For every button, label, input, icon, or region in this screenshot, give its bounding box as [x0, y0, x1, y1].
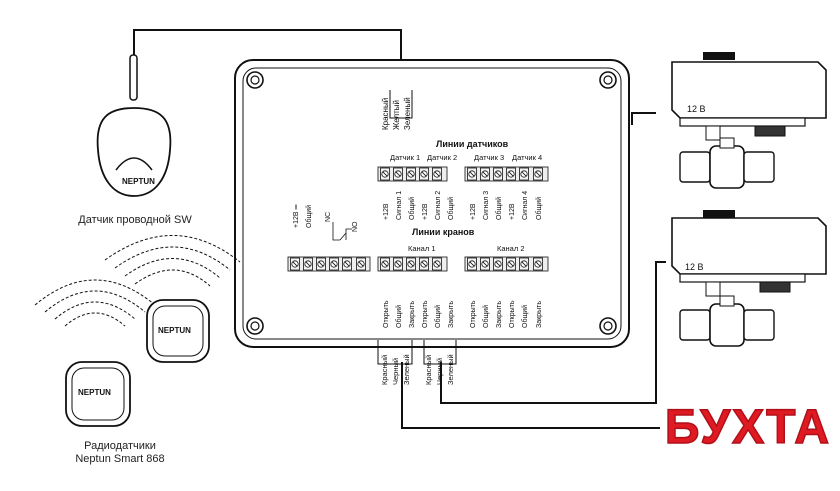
sensor-terminal-label: Сигнал 2	[435, 191, 442, 220]
power-plus-label: +12В ═	[293, 205, 300, 228]
valve-terminal-label: Общий	[434, 305, 442, 328]
valve-actuator-2: 12 В	[671, 210, 827, 297]
valve-terminal-label: Открыть	[422, 300, 429, 328]
sensor-terminal-label: +12В	[422, 203, 429, 220]
radio-sensors-caption-1: Радиодатчики	[84, 440, 156, 452]
valve-terminal-label: Закрыть	[536, 301, 543, 328]
valve-terminal-label: Общий	[521, 305, 529, 328]
radio-sensor-right: NEPTUN	[146, 299, 210, 363]
valve-terminal-label: Открыть	[383, 300, 390, 328]
wired-sensor: NEPTUN	[96, 54, 172, 197]
sensor-terminal-label: Сигнал 4	[522, 191, 529, 220]
radio-sensor-brand-left: NEPTUN	[78, 388, 111, 397]
watermark-logo: БУХТА	[660, 388, 836, 460]
valve-channel-2: Канал 2	[497, 244, 524, 253]
sensor-channel-3: Датчик 3	[474, 153, 504, 162]
sensor-channel-1: Датчик 1	[390, 153, 420, 162]
top-wire-labels: Красный Желтый Зеленый	[381, 90, 413, 130]
wired-sensor-brand: NEPTUN	[122, 177, 155, 186]
relay-no-label: NO	[352, 221, 359, 232]
sensor-terminal-label: +12В	[509, 203, 516, 220]
sensor-terminal-label: Сигнал 3	[483, 191, 490, 220]
sensor-channel-2: Датчик 2	[427, 153, 457, 162]
wire-label-red-2: Красный	[424, 355, 433, 385]
radio-sensors-caption-2: Neptun Smart 868	[75, 453, 165, 465]
sensor-terminal-label: Общий	[535, 197, 543, 220]
radio-waves	[34, 235, 241, 327]
sensor-channel-4: Датчик 4	[512, 153, 542, 162]
sensor-lines-title: Линии датчиков	[436, 139, 509, 149]
wire-label-red-1: Красный	[380, 355, 389, 385]
radio-sensor-brand-right: NEPTUN	[158, 326, 191, 335]
wire-label-green-1: Зеленый	[402, 354, 411, 385]
valve-2-voltage: 12 В	[685, 262, 704, 272]
valve-terminal-labels: Открыть Общий Закрыть Открыть Общий Закр…	[383, 300, 543, 328]
valve-channel-1: Канал 1	[408, 244, 435, 253]
sensor-terminal-label: Общий	[495, 197, 503, 220]
valve-1-voltage: 12 В	[687, 104, 706, 114]
wired-sensor-caption: Датчик проводной SW	[78, 214, 192, 226]
radio-sensor-left: NEPTUN	[65, 361, 131, 427]
sensor-terminal-label: Общий	[408, 197, 416, 220]
valve-terminal-label: Закрыть	[496, 301, 503, 328]
wire-label-black-2: Черный	[435, 358, 444, 385]
valve-terminal-label: Общий	[482, 305, 490, 328]
valve-terminal-label: Открыть	[509, 300, 516, 328]
sensor-terminal-label: Сигнал 1	[396, 191, 403, 220]
sensor-terminal-label: +12В	[383, 203, 390, 220]
watermark-text: БУХТА	[665, 401, 831, 454]
sensor-terminal-label: Общий	[447, 197, 455, 220]
valve-terminal-label: Открыть	[470, 300, 477, 328]
bottom-wire-labels: Красный Черный Зеленый Красный Черный Зе…	[377, 340, 457, 385]
valve-terminal-label: Закрыть	[409, 301, 416, 328]
valve-terminal-label: Закрыть	[448, 301, 455, 328]
ball-valve-1	[679, 137, 775, 189]
valve-actuator-1: 12 В	[671, 52, 827, 141]
valve-lines-title: Линии кранов	[412, 227, 475, 237]
wire-label-green-2: Зеленый	[446, 354, 455, 385]
wire-label-black-1: Черный	[391, 358, 400, 385]
power-common-label: Общий	[305, 205, 313, 228]
valve-terminal-label: Общий	[395, 305, 403, 328]
ball-valve-2	[679, 295, 775, 347]
wire-label-red-top: Красный	[381, 98, 390, 130]
sensor-terminal-labels: +12В Сигнал 1 Общий +12В Сигнал 2 Общий …	[383, 191, 543, 220]
wire-label-green-top: Зеленый	[403, 97, 412, 130]
controller-box	[234, 59, 630, 348]
relay-nc-label: NC	[325, 212, 332, 222]
sensor-channel-labels: Датчик 1 Датчик 2 Датчик 3 Датчик 4	[390, 153, 542, 162]
wire-label-yellow-top: Желтый	[392, 100, 401, 130]
sensor-terminal-label: +12В	[470, 203, 477, 220]
power-relay-labels: +12В ═ Общий NC NO	[293, 205, 359, 241]
